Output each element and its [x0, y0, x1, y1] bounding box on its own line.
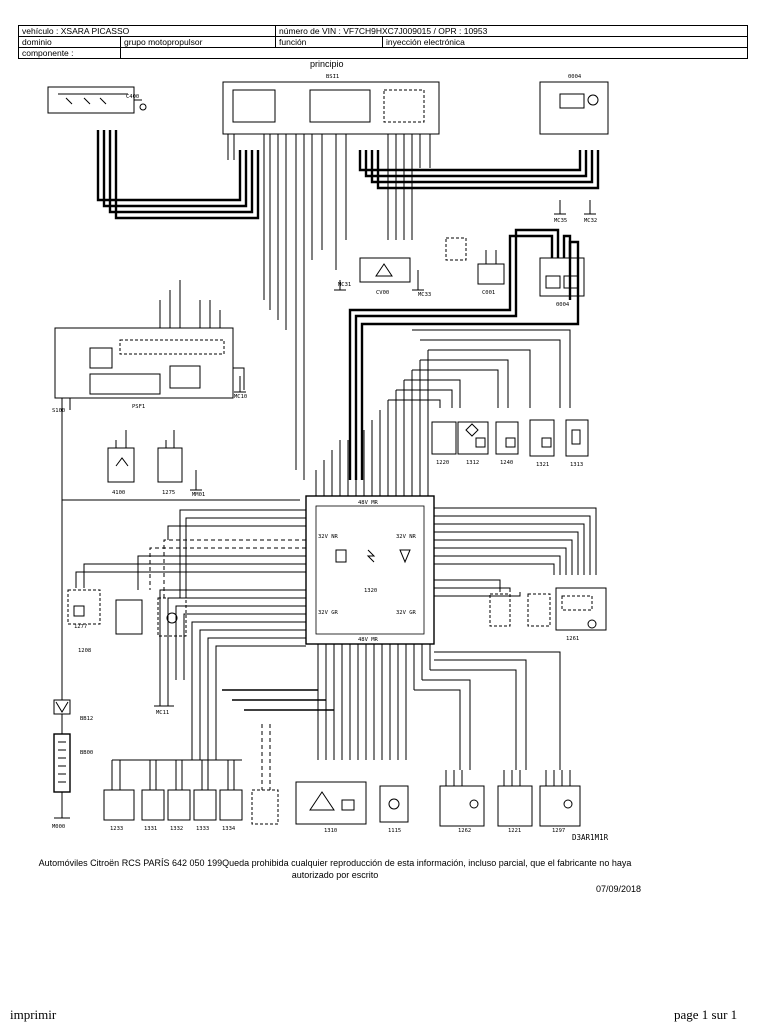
ecu-bottom-connector: 48V MR: [358, 637, 379, 643]
cv00-box: [359, 257, 411, 283]
c1332-label: 1332: [170, 826, 183, 832]
c1275-box: [157, 447, 183, 483]
c1220-label: 1220: [436, 460, 449, 466]
psf-label: PSF1: [132, 404, 145, 410]
c1220-box: [431, 421, 457, 455]
c1115-label: 1115: [388, 828, 401, 834]
ecu-right-upper-connector: 32V NR: [396, 534, 417, 540]
c1297-label: 1297: [552, 828, 565, 834]
mc31-label: MC31: [338, 282, 351, 288]
c0004b-label: 0004: [556, 302, 570, 308]
ecu-label: 1320: [364, 588, 377, 594]
s100-label: S100: [52, 408, 65, 414]
c0004-box: [539, 81, 609, 135]
c1333-box: [193, 789, 217, 821]
ecu-top-connector: 48V MR: [358, 500, 379, 506]
c1297-box: [539, 785, 581, 827]
c1277-label: 1277: [74, 624, 87, 630]
c0004b-box: [539, 257, 585, 297]
mm01-label: MM01: [192, 492, 205, 498]
c001-label: C001: [482, 290, 495, 296]
c1208-box: [115, 599, 143, 635]
ecu-right-lower-connector: 32V GR: [396, 610, 417, 616]
mc32-label: MC32: [584, 218, 597, 224]
copyright-notice: Automóviles Citroën RCS PARÍS 642 050 19…: [38, 858, 632, 880]
ecu-box: [305, 495, 435, 645]
c1240-box: [495, 421, 519, 455]
c1313-box: [565, 419, 589, 457]
c1310-label: 1310: [324, 828, 337, 834]
ecu-left-lower-connector: 32V GR: [318, 610, 339, 616]
c1321-box: [529, 419, 555, 457]
c1312-label: 1312: [466, 460, 479, 466]
print-link[interactable]: imprimir: [10, 1007, 57, 1022]
c0004-label: 0004: [568, 74, 582, 80]
c1262-label: 1262: [458, 828, 471, 834]
c1233-label: 1233: [110, 826, 123, 832]
header-table: vehículo : XSARA PICASSO número de VIN :…: [18, 25, 748, 59]
c1312-box: [457, 421, 489, 455]
m000-label: M000: [52, 824, 65, 830]
c1334-label: 1334: [222, 826, 236, 832]
c0400-label: C400: [126, 94, 139, 100]
bsi-label: BSI1: [326, 74, 339, 80]
mc10-label: MC10: [234, 394, 247, 400]
c1331-box: [141, 789, 165, 821]
c1277-box: [67, 589, 101, 625]
mc33-label: MC33: [418, 292, 431, 298]
c1333-label: 1333: [196, 826, 209, 832]
c1261-label: 1261: [566, 636, 579, 642]
diagram-title: principio: [310, 59, 344, 69]
c1208-label: 1208: [78, 648, 91, 654]
component-value: [120, 47, 748, 59]
wiring-diagram: BSI1 0004 C400 CV00 C001 0004 MC31 MC33 …: [47, 74, 609, 842]
bb00-label: BB00: [80, 750, 93, 756]
print-date: 07/09/2018: [596, 884, 642, 894]
c1261-box: [555, 587, 607, 631]
c0400-box: [47, 86, 135, 114]
c1331-label: 1331: [144, 826, 157, 832]
bb12-label: BB12: [80, 716, 93, 722]
drawing-code: D3AR1M1R: [572, 833, 609, 842]
c001-box: [477, 263, 505, 285]
c1321-label: 1321: [536, 462, 549, 468]
c1221-label: 1221: [508, 828, 521, 834]
c1240-label: 1240: [500, 460, 513, 466]
component-label: componente :: [18, 47, 121, 59]
ecu-left-upper-connector: 32V NR: [318, 534, 339, 540]
c1233-box: [103, 789, 135, 821]
c1334-box: [219, 789, 243, 821]
c4100-box: [107, 447, 135, 483]
c1313-label: 1313: [570, 462, 583, 468]
mc35-label: MC35: [554, 218, 567, 224]
bsi-box: [222, 81, 440, 135]
cv00-label: CV00: [376, 290, 389, 296]
bb00-box: [53, 733, 71, 793]
c1310-box: [295, 781, 367, 825]
c1332-box: [167, 789, 191, 821]
c1221-box: [497, 785, 533, 827]
page-indicator: page 1 sur 1: [674, 1007, 738, 1022]
c1275-label: 1275: [162, 490, 175, 496]
psf-box: [54, 327, 234, 399]
c4100-label: 4100: [112, 490, 125, 496]
c1115-box: [379, 785, 409, 823]
mc11-label: MC11: [156, 710, 169, 716]
